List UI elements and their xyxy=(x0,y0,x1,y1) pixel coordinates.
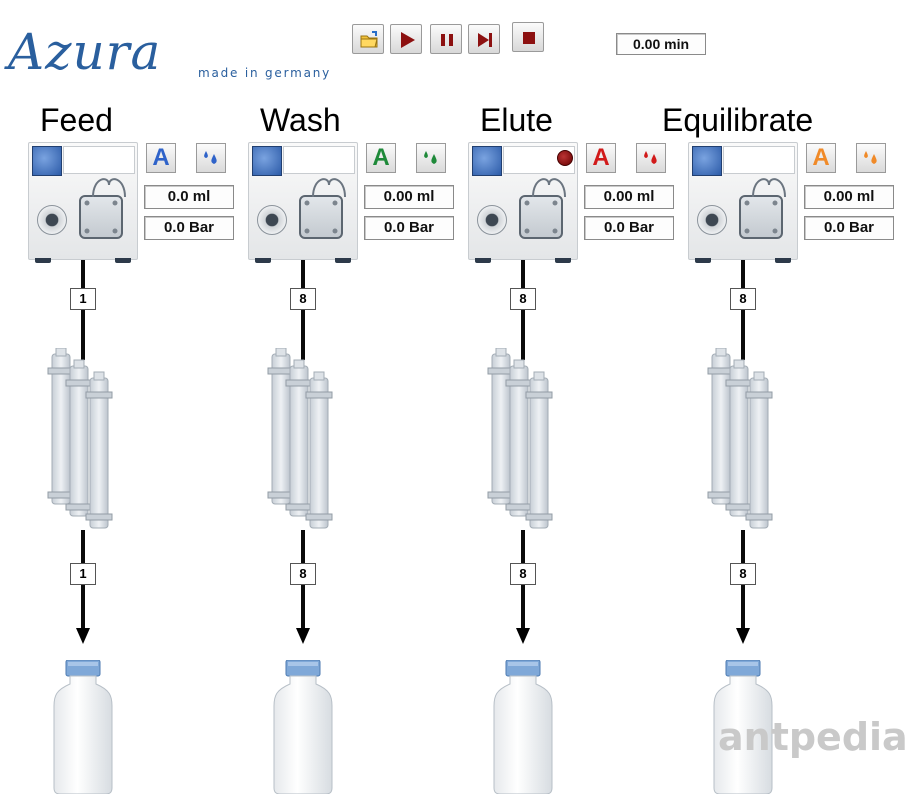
pump-head-icon xyxy=(299,195,343,239)
pump-foot xyxy=(255,258,271,263)
inlet-valve-position[interactable]: 1 xyxy=(70,288,96,310)
pump-label-strip xyxy=(283,146,355,174)
volume-readout: 0.0 ml xyxy=(144,185,234,209)
inlet-valve-position[interactable]: 8 xyxy=(510,288,536,310)
pump-display xyxy=(472,146,502,176)
status-indicator-icon xyxy=(557,150,573,166)
pump-foot xyxy=(115,258,131,263)
pump-knob xyxy=(37,205,67,235)
drop-icon xyxy=(644,151,657,164)
pump-head-icon xyxy=(79,195,123,239)
watermark: antpedia xyxy=(718,715,908,759)
solvent-select-button[interactable]: A xyxy=(806,143,836,173)
solvent-select-button[interactable]: A xyxy=(146,143,176,173)
play-icon xyxy=(401,32,415,48)
flow-line xyxy=(81,260,85,360)
pump-foot xyxy=(475,258,491,263)
flow-arrow-icon xyxy=(515,628,531,649)
flow-line xyxy=(301,260,305,360)
pump-tubing-icon xyxy=(749,173,789,204)
pause-icon xyxy=(441,34,453,46)
solvent-select-button[interactable]: A xyxy=(366,143,396,173)
logo-tagline: made in germany xyxy=(198,66,332,80)
pressure-readout: 0.0 Bar xyxy=(804,216,894,240)
pump-foot xyxy=(695,258,711,263)
station-title: Equilibrate xyxy=(662,102,814,138)
stop-button[interactable] xyxy=(512,22,544,52)
pump[interactable] xyxy=(248,142,358,263)
pump-knob xyxy=(697,205,727,235)
pump-tubing-icon xyxy=(529,173,569,204)
pump-label-strip xyxy=(63,146,135,174)
pump-head-icon xyxy=(519,195,563,239)
stop-icon xyxy=(523,32,535,44)
run-time-display: 0.00 min xyxy=(616,33,706,55)
flow-arrow-icon xyxy=(295,628,311,649)
volume-readout: 0.00 ml xyxy=(364,185,454,209)
step-forward-button[interactable] xyxy=(468,24,500,54)
pump-knob xyxy=(257,205,287,235)
solvent-select-button[interactable]: A xyxy=(586,143,616,173)
drop-icon xyxy=(204,151,217,164)
pump-tubing-icon xyxy=(309,173,349,204)
volume-readout: 0.00 ml xyxy=(804,185,894,209)
station-title: Feed xyxy=(40,102,113,138)
drop-icon xyxy=(864,151,877,164)
flow-arrow-icon xyxy=(75,628,91,649)
open-method-button[interactable] xyxy=(352,24,384,54)
outlet-valve-position[interactable]: 1 xyxy=(70,563,96,585)
pump-knob xyxy=(477,205,507,235)
column-stack-icon xyxy=(486,347,562,537)
column-stack-icon xyxy=(266,347,342,537)
pump-foot xyxy=(775,258,791,263)
pump-tubing-icon xyxy=(89,173,129,204)
volume-readout: 0.00 ml xyxy=(584,185,674,209)
pump[interactable] xyxy=(468,142,578,263)
column-stack-icon xyxy=(706,347,782,537)
station-title: Elute xyxy=(480,102,553,138)
purge-button[interactable] xyxy=(636,143,666,173)
logo-wordmark: Azura xyxy=(8,23,162,81)
pump-display xyxy=(32,146,62,176)
run-button[interactable] xyxy=(390,24,422,54)
purge-button[interactable] xyxy=(856,143,886,173)
inlet-valve-position[interactable]: 8 xyxy=(730,288,756,310)
station-title: Wash xyxy=(260,102,341,138)
pause-button[interactable] xyxy=(430,24,462,54)
pressure-readout: 0.0 Bar xyxy=(584,216,674,240)
pump-head-icon xyxy=(739,195,783,239)
flow-line xyxy=(741,260,745,360)
collection-bottle xyxy=(52,659,114,799)
column-stack-icon xyxy=(46,347,122,537)
flow-arrow-icon xyxy=(735,628,751,649)
pump-display xyxy=(692,146,722,176)
pump-foot xyxy=(35,258,51,263)
purge-button[interactable] xyxy=(196,143,226,173)
pump-foot xyxy=(555,258,571,263)
outlet-valve-position[interactable]: 8 xyxy=(510,563,536,585)
azura-logo: Azura made in germany xyxy=(8,22,338,84)
pressure-readout: 0.0 Bar xyxy=(364,216,454,240)
pump[interactable] xyxy=(688,142,798,263)
outlet-valve-position[interactable]: 8 xyxy=(290,563,316,585)
purge-button[interactable] xyxy=(416,143,446,173)
step-forward-icon xyxy=(478,33,492,47)
collection-bottle xyxy=(272,659,334,799)
pump-label-strip xyxy=(723,146,795,174)
flow-line xyxy=(521,260,525,360)
inlet-valve-position[interactable]: 8 xyxy=(290,288,316,310)
pump[interactable] xyxy=(28,142,138,263)
pump-display xyxy=(252,146,282,176)
drop-icon xyxy=(424,151,437,164)
pump-foot xyxy=(335,258,351,263)
collection-bottle xyxy=(492,659,554,799)
open-folder-icon xyxy=(360,31,378,48)
outlet-valve-position[interactable]: 8 xyxy=(730,563,756,585)
collection-bottle xyxy=(712,659,774,799)
pressure-readout: 0.0 Bar xyxy=(144,216,234,240)
